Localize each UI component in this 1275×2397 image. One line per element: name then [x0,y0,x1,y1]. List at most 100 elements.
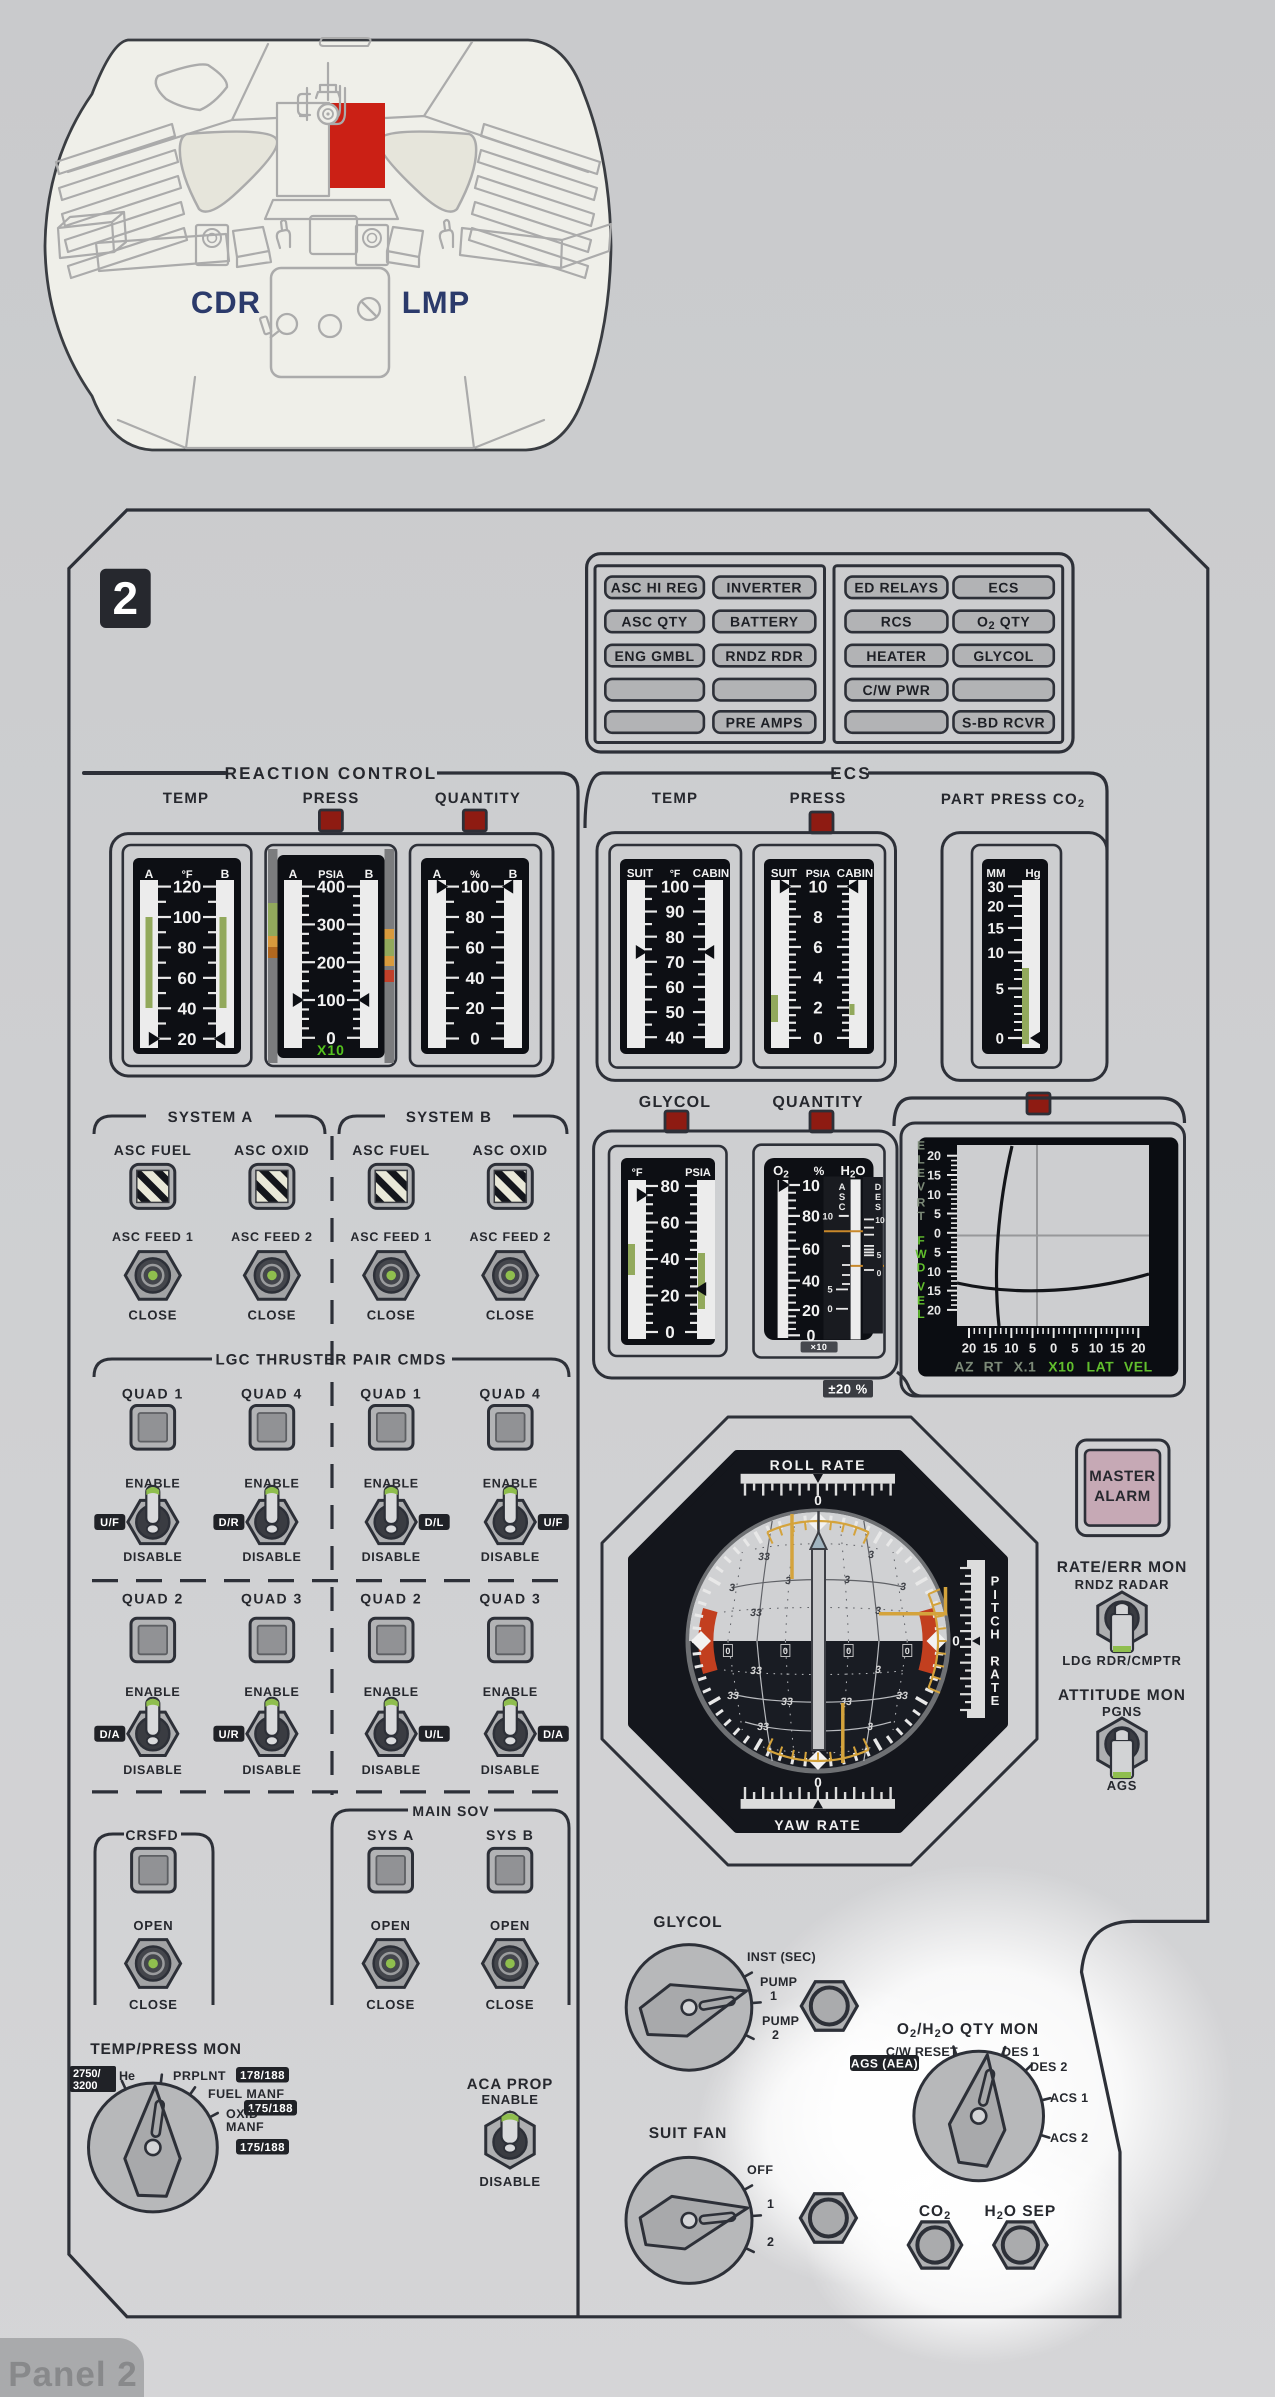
svg-text:0: 0 [846,1646,851,1656]
svg-text:QUANTITY: QUANTITY [772,1094,863,1111]
svg-text:CABIN: CABIN [837,868,873,880]
svg-text:%: % [470,869,480,881]
svg-text:GLYCOL: GLYCOL [973,648,1034,664]
svg-text:100: 100 [317,991,345,1010]
svg-text:ENG GMBL: ENG GMBL [614,648,694,664]
svg-text:A: A [839,1182,846,1193]
svg-text:D/L: D/L [425,1517,444,1529]
svg-text:10: 10 [1004,1341,1018,1356]
svg-text:33: 33 [757,1721,769,1733]
svg-text:E: E [875,1192,881,1202]
svg-text:5: 5 [827,1285,833,1296]
svg-text:80: 80 [802,1209,820,1226]
svg-text:10: 10 [802,1178,820,1195]
svg-text:0: 0 [814,1775,822,1790]
svg-text:X.1: X.1 [1014,1359,1037,1375]
svg-text:T: T [991,1600,999,1615]
svg-text:SYSTEM A: SYSTEM A [168,1109,254,1126]
svg-text:SUIT: SUIT [771,868,797,880]
svg-text:E: E [917,1139,925,1153]
svg-text:CABIN: CABIN [693,868,729,880]
svg-text:ENABLE: ENABLE [481,2092,538,2107]
svg-text:R: R [917,1196,926,1210]
svg-text:ROLL RATE: ROLL RATE [770,1457,867,1473]
svg-text:6: 6 [813,938,822,957]
svg-text:80: 80 [178,939,197,958]
svg-text:90: 90 [666,903,685,922]
svg-text:10: 10 [1089,1341,1103,1356]
svg-text:QUAD 3: QUAD 3 [479,1591,541,1607]
svg-text:CLOSE: CLOSE [129,1997,178,2012]
svg-text:33: 33 [781,1696,793,1708]
svg-text:B: B [509,867,518,881]
svg-text:C: C [990,1613,1000,1628]
svg-text:W: W [915,1247,927,1261]
svg-text:LAT: LAT [1087,1359,1115,1375]
svg-text:40: 40 [802,1273,820,1290]
svg-text:33: 33 [758,1551,770,1563]
svg-text:RT: RT [984,1359,1004,1375]
svg-text:X10: X10 [1048,1359,1074,1375]
svg-text:ECS: ECS [988,580,1019,596]
svg-text:120: 120 [173,878,201,897]
svg-text:ENABLE: ENABLE [125,1685,180,1699]
svg-text:QUAD 2: QUAD 2 [360,1591,422,1607]
svg-text:QUAD 4: QUAD 4 [479,1386,541,1402]
svg-text:33: 33 [727,1690,739,1702]
svg-text:ECS: ECS [830,764,872,783]
svg-text:PRPLNT: PRPLNT [173,2069,226,2083]
svg-text:D: D [875,1182,882,1192]
svg-text:L: L [917,1307,924,1321]
svg-text:0: 0 [1050,1341,1057,1356]
svg-text:REACTION CONTROL: REACTION CONTROL [225,764,438,783]
svg-text:E: E [991,1693,1000,1708]
svg-text:100: 100 [661,878,689,897]
svg-text:ASC FEED 1: ASC FEED 1 [350,1230,432,1244]
svg-text:5: 5 [1071,1341,1078,1356]
svg-text:100: 100 [461,878,489,897]
svg-text:RNDZ RADAR: RNDZ RADAR [1075,1577,1170,1592]
svg-text:QUAD 1: QUAD 1 [122,1386,184,1402]
svg-text:×10: ×10 [811,1342,828,1352]
svg-text:ASC FUEL: ASC FUEL [352,1142,430,1158]
svg-text:E: E [917,1293,925,1307]
svg-text:3: 3 [844,1574,850,1586]
svg-text:ASC FUEL: ASC FUEL [114,1142,192,1158]
svg-text:2: 2 [767,2235,774,2249]
svg-text:0: 0 [783,1646,788,1656]
svg-text:OPEN: OPEN [371,1918,411,1933]
svg-text:3: 3 [729,1582,735,1594]
svg-text:30: 30 [987,879,1004,896]
svg-text:5: 5 [934,1207,941,1221]
svg-text:HEATER: HEATER [866,648,926,664]
svg-text:40: 40 [661,1250,680,1269]
svg-text:±20 %: ±20 % [828,1382,867,1397]
svg-text:DES 1: DES 1 [1002,2045,1040,2059]
svg-text:VEL: VEL [1124,1359,1153,1375]
svg-text:°F: °F [670,868,681,880]
svg-text:DISABLE: DISABLE [123,1550,182,1564]
svg-text:FUEL MANF: FUEL MANF [208,2087,285,2101]
svg-text:100: 100 [173,908,201,927]
svg-text:3: 3 [875,1605,881,1617]
svg-text:10: 10 [822,1212,833,1223]
svg-text:ACA PROP: ACA PROP [467,2076,554,2093]
svg-text:ENABLE: ENABLE [364,1477,419,1491]
svg-text:15: 15 [927,1284,941,1298]
svg-text:ALARM: ALARM [1094,1488,1151,1505]
svg-text:GLYCOL: GLYCOL [639,1094,711,1111]
svg-text:LMP: LMP [402,285,470,320]
svg-text:20: 20 [927,1303,941,1317]
svg-text:8: 8 [813,908,822,927]
svg-text:1: 1 [770,1989,777,2003]
svg-text:10: 10 [809,878,828,897]
svg-text:0: 0 [813,1029,822,1048]
svg-text:ENABLE: ENABLE [483,1685,538,1699]
svg-text:DISABLE: DISABLE [362,1763,421,1777]
svg-text:40: 40 [666,1028,685,1047]
svg-text:QUAD 1: QUAD 1 [360,1386,422,1402]
svg-text:ACS 2: ACS 2 [1050,2131,1088,2145]
svg-text:SUIT: SUIT [627,868,653,880]
svg-text:SYS A: SYS A [367,1827,415,1843]
svg-text:PSIA: PSIA [685,1167,711,1179]
